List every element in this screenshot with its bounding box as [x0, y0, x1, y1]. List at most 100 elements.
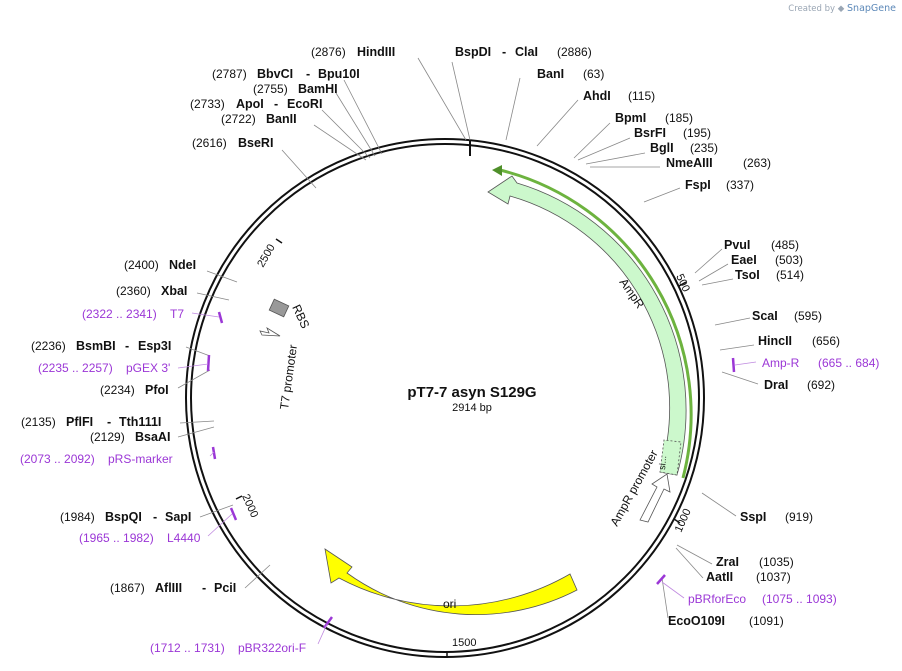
enzyme-separator: - [502, 45, 506, 59]
snapgene-logo-icon: ◆ [837, 4, 845, 14]
tick-2500: 2500 [255, 238, 283, 270]
enzyme-pflfi-tth111i[interactable]: (2135) PflFI - Tth111I [21, 415, 161, 429]
enzyme-name: BsrFI [634, 126, 666, 140]
enzyme-name: SspI [740, 510, 766, 524]
enzyme-position: (2236) [31, 339, 66, 353]
enzyme-name-2: PciI [214, 581, 236, 595]
enzyme-eaei[interactable]: EaeI (503) [731, 253, 803, 267]
enzyme-zrai[interactable]: ZraI (1035) [716, 555, 794, 569]
enzyme-name: BseRI [238, 136, 273, 150]
enzyme-hindiii[interactable]: (2876) HindIII [311, 45, 395, 59]
primer-l4440[interactable]: (1965 .. 1982) L4440 [79, 507, 238, 545]
primer-amp-r[interactable]: Amp-R (665 .. 684) [731, 356, 879, 373]
enzyme-name: HincII [758, 334, 792, 348]
tick-1000: 1000 [673, 507, 694, 534]
t7-promoter-label: T7 promoter [277, 344, 300, 411]
enzyme-position: (2733) [190, 97, 225, 111]
primer-t7[interactable]: (2322 .. 2341) T7 [82, 307, 224, 324]
enzyme-apoi-ecori[interactable]: (2733) ApoI - EcoRI [190, 97, 322, 111]
rbs-feature [268, 298, 290, 318]
enzyme-bsmbi-esp3i[interactable]: (2236) BsmBI - Esp3I [31, 339, 171, 353]
enzyme-name: XbaI [161, 284, 187, 298]
enzyme-position: (595) [794, 309, 822, 323]
enzyme-bbvci-bpu10i[interactable]: (2787) BbvCI - Bpu10I [212, 67, 360, 81]
primer-range: (1965 .. 1982) [79, 531, 154, 545]
enzyme-xbai[interactable]: (2360) XbaI [116, 284, 187, 298]
rbs-label: RBS [289, 302, 312, 330]
ori-feature [324, 548, 578, 616]
enzyme-name: ScaI [752, 309, 778, 323]
enzyme-sspi[interactable]: SspI (919) [740, 510, 813, 524]
enzyme-position: (235) [690, 141, 718, 155]
enzyme-tsoi[interactable]: TsoI (514) [735, 268, 804, 282]
credit-prefix: Created by [788, 4, 836, 14]
enzyme-ndei[interactable]: (2400) NdeI [124, 258, 196, 272]
enzyme-position: (115) [628, 89, 655, 103]
enzyme-bsaai[interactable]: (2129) BsaAI [90, 430, 170, 444]
enzyme-name: BbvCI [257, 67, 293, 81]
enzyme-name: ApoI [236, 97, 264, 111]
primer-name: pBRforEco [688, 592, 746, 606]
enzyme-position: (263) [743, 156, 771, 170]
ori-label: ori [443, 597, 456, 611]
enzyme-ecoo109i[interactable]: EcoO109I (1091) [668, 614, 784, 628]
enzyme-pfoi[interactable]: (2234) PfoI [100, 383, 169, 397]
enzyme-aatii[interactable]: AatII (1037) [706, 570, 791, 584]
primer-range: (665 .. 684) [818, 356, 879, 370]
enzyme-position: (185) [665, 111, 693, 125]
tick-label: 2500 [255, 242, 278, 269]
enzyme-bspdi-clai[interactable]: BspDI - ClaI (2886) [455, 45, 592, 59]
enzyme-ahdi[interactable]: AhdI (115) [583, 89, 655, 103]
enzyme-name: BsaAI [135, 430, 170, 444]
enzyme-position: (503) [775, 253, 803, 267]
enzyme-name: ZraI [716, 555, 739, 569]
enzyme-separator: - [202, 581, 206, 595]
enzyme-position: (63) [583, 67, 604, 81]
enzyme-position: (2876) [311, 45, 346, 59]
enzyme-hincii[interactable]: HincII (656) [758, 334, 840, 348]
enzyme-bsrfi[interactable]: BsrFI (195) [634, 126, 711, 140]
enzyme-position: (2400) [124, 258, 159, 272]
enzyme-bgli[interactable]: BglI (235) [650, 141, 718, 155]
enzyme-bamhi[interactable]: (2755) BamHI [253, 82, 338, 96]
enzyme-position: (1984) [60, 510, 95, 524]
enzyme-name: HindIII [357, 45, 395, 59]
primer-prs-marker[interactable]: (2073 .. 2092) pRS-marker [20, 446, 217, 466]
backbone-inner [190, 143, 700, 653]
enzyme-separator: - [125, 339, 129, 353]
primer-range: (2073 .. 2092) [20, 452, 95, 466]
enzyme-afliii-pcii[interactable]: (1867) AflIII - PciI [110, 581, 236, 595]
plasmid-length: 2914 bp [452, 402, 492, 414]
enzyme-drai[interactable]: DraI (692) [764, 378, 835, 392]
enzyme-bani[interactable]: BanI (63) [537, 67, 604, 81]
enzyme-position: (485) [771, 238, 799, 252]
enzyme-name: BanI [537, 67, 564, 81]
enzyme-fspi[interactable]: FspI (337) [685, 178, 754, 192]
enzyme-name: BglI [650, 141, 674, 155]
tick-label: 2000 [239, 492, 260, 519]
enzyme-bseri[interactable]: (2616) BseRI [192, 136, 273, 150]
enzyme-name-2: ClaI [515, 45, 538, 59]
enzyme-position: (2722) [221, 112, 256, 126]
enzyme-position: (692) [807, 378, 835, 392]
primer-pgex-3[interactable]: (2235 .. 2257) pGEX 3' [38, 354, 211, 375]
enzyme-banii[interactable]: (2722) BanII [221, 112, 297, 126]
primer-pbr322ori-f[interactable]: (1712 .. 1731) pBR322ori-F [150, 616, 334, 655]
primer-range: (1712 .. 1731) [150, 641, 225, 655]
enzyme-nmeaiii[interactable]: NmeAIII (263) [666, 156, 771, 170]
enzyme-bspqi-sapi[interactable]: (1984) BspQI - SapI [60, 510, 191, 524]
plasmid-name: pT7-7 asyn S129G [407, 384, 536, 401]
backbone-outer [185, 138, 705, 658]
enzyme-position: (2135) [21, 415, 56, 429]
enzyme-name: BamHI [298, 82, 338, 96]
primer-name: pRS-marker [108, 452, 173, 466]
tick-2000: 2000 [235, 492, 260, 520]
primer-pbrforeco[interactable]: pBRforEco (1075 .. 1093) [656, 574, 837, 606]
enzyme-bpmi[interactable]: BpmI (185) [615, 111, 693, 125]
ampr-orf-line [499, 168, 693, 479]
enzyme-name: BanII [266, 112, 297, 126]
enzyme-name: PfoI [145, 383, 169, 397]
enzyme-pvui[interactable]: PvuI (485) [724, 238, 799, 252]
enzyme-scai[interactable]: ScaI (595) [752, 309, 822, 323]
